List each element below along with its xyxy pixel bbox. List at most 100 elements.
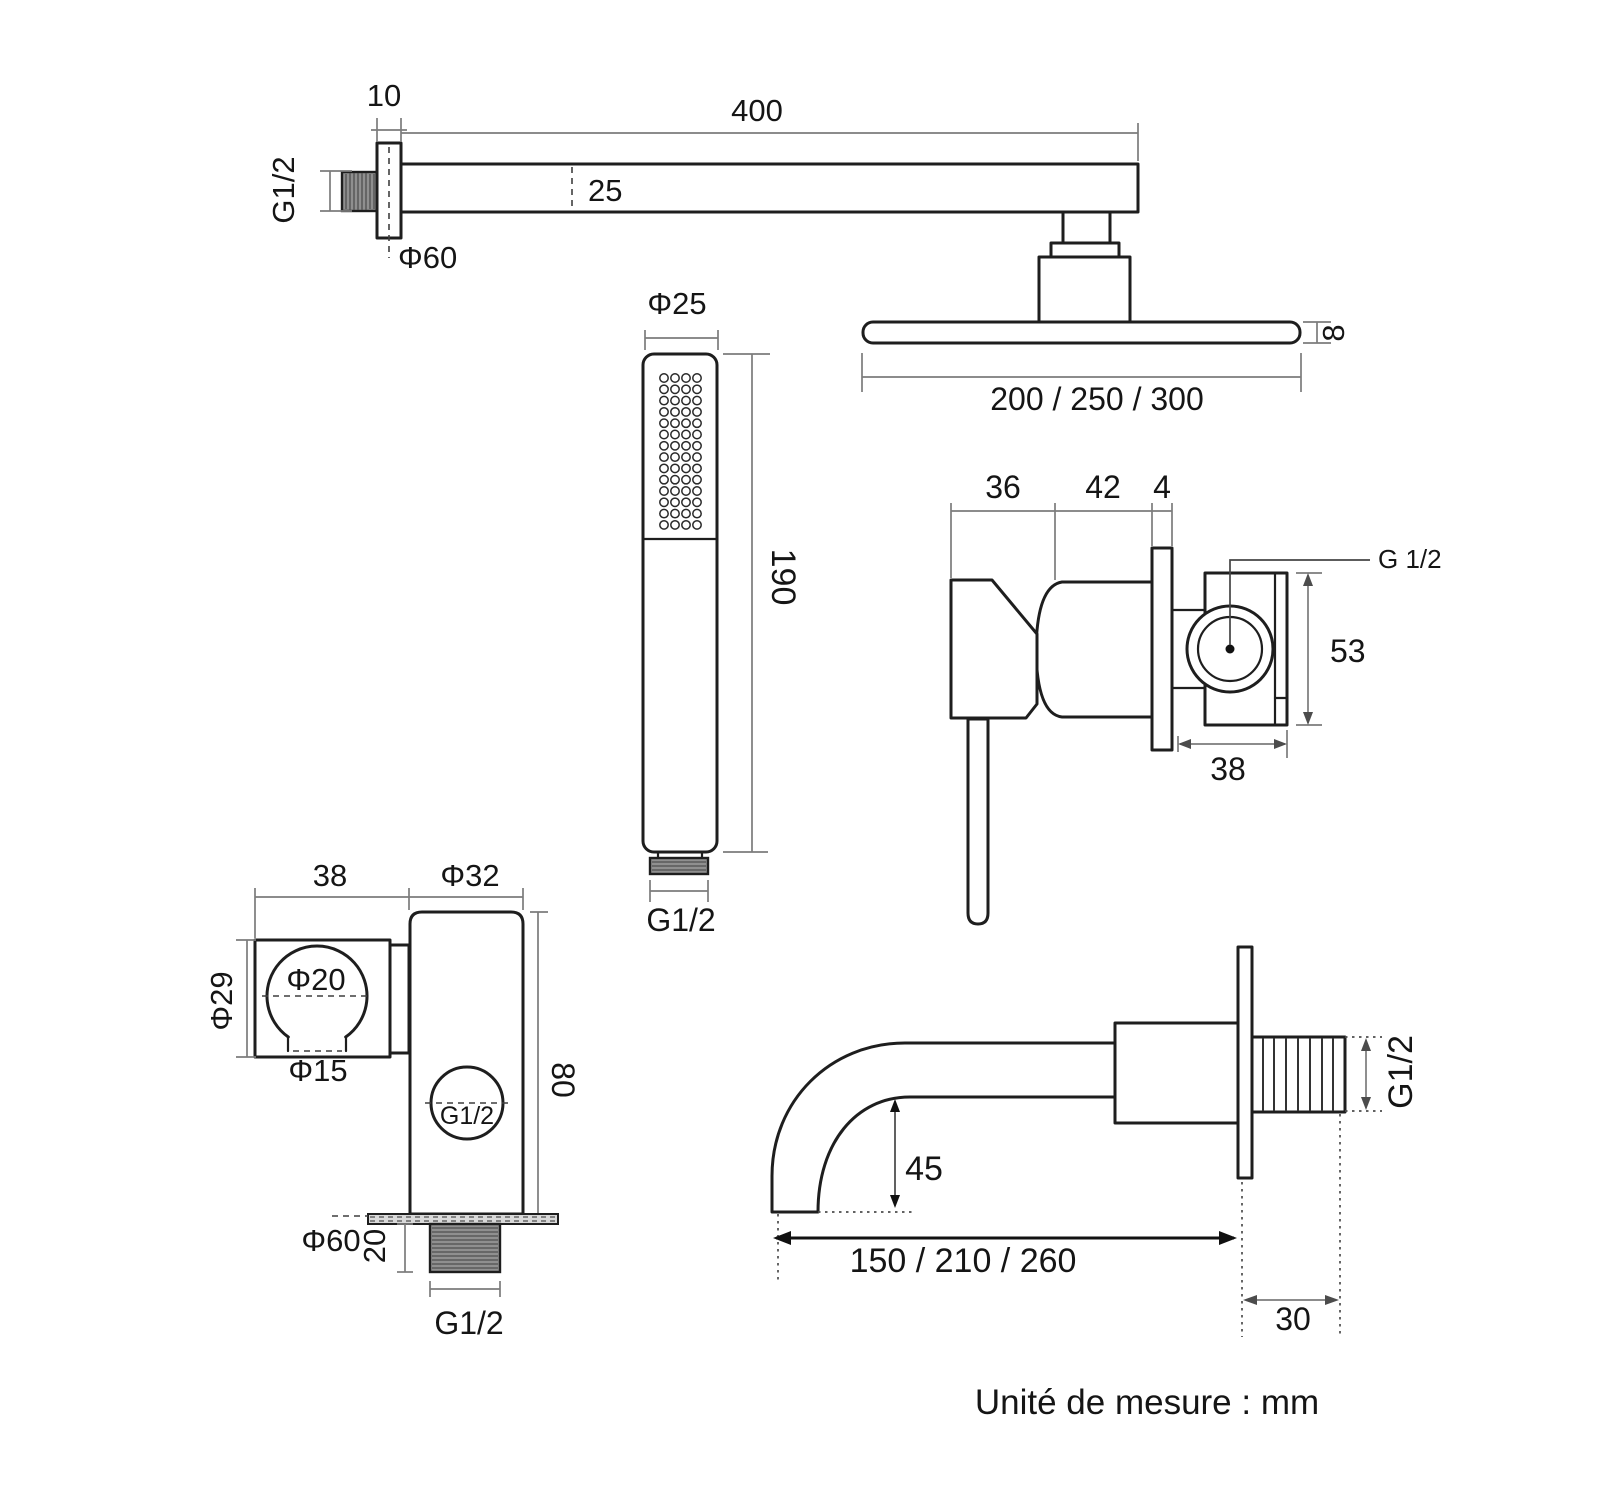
spray-dot <box>659 486 669 496</box>
outlet-holder-hinge <box>388 943 411 1055</box>
spout-tube <box>770 1041 1117 1214</box>
mixer-body-depth-label: 42 <box>1085 469 1121 505</box>
spout-thread-label: G1/2 <box>1382 1035 1420 1109</box>
outlet-body-diameter-label: Φ32 <box>440 858 499 893</box>
spray-dot <box>659 406 669 417</box>
spray-dot <box>692 497 702 508</box>
spray-dot <box>670 418 680 429</box>
spray-dot <box>692 452 702 463</box>
spray-dot <box>670 452 680 463</box>
head-stem <box>1061 210 1112 245</box>
mixer-thread-leader <box>1229 559 1370 645</box>
arm-thread-nipple <box>340 170 379 213</box>
spray-dot <box>670 463 680 474</box>
spray-dot <box>692 429 702 440</box>
spray-dot <box>670 373 680 383</box>
mixer-cartridge <box>1034 580 1154 719</box>
spray-dot <box>681 429 691 440</box>
spray-dot <box>659 429 669 440</box>
spray-dot <box>681 474 691 485</box>
head-stem-collar <box>1049 241 1121 259</box>
mixer-stub <box>1170 608 1207 690</box>
spray-dot <box>692 395 702 406</box>
spout-drop-label: 45 <box>905 1150 943 1188</box>
spray-dot <box>692 463 702 474</box>
spray-dot <box>670 508 680 519</box>
outlet-ring-gap-label: Φ15 <box>288 1053 347 1088</box>
spray-dot <box>681 395 691 406</box>
mixer-inlet-center <box>1225 644 1235 654</box>
arm-thread-hatch <box>345 173 375 210</box>
spray-dot <box>681 452 691 463</box>
spray-dot <box>681 373 691 383</box>
spray-dot <box>681 519 691 530</box>
handshower-length-label: 190 <box>764 549 802 606</box>
spray-dot <box>670 406 680 417</box>
mixer-handle <box>949 578 1039 720</box>
outlet-thread-length-label: 20 <box>357 1229 392 1263</box>
arm-flange-diameter-label: Φ60 <box>398 240 457 275</box>
spray-dot <box>659 384 669 395</box>
mixer-valve-drawing: G 1/2 36 42 4 53 38 <box>949 469 1442 926</box>
wall-outlet-drawing: Φ20 Φ15 Φ29 38 Φ32 G1/2 80 Φ60 20 <box>204 858 581 1341</box>
hand-shower-drawing: Φ25 G1/2 190 <box>641 286 802 938</box>
spray-dot <box>692 406 702 417</box>
handshower-body <box>641 352 719 854</box>
spray-dot <box>681 418 691 429</box>
spray-dot <box>692 440 702 451</box>
spray-dot <box>692 418 702 429</box>
spout-drawing: G1/2 45 150 / 210 / 260 30 <box>770 945 1420 1337</box>
head-disc <box>861 320 1302 345</box>
head-diameters-label: 200 / 250 / 300 <box>990 381 1204 417</box>
mixer-width-label: 38 <box>1210 751 1246 787</box>
outlet-inner-thread-label: G1/2 <box>440 1102 494 1130</box>
spray-dot <box>659 418 669 429</box>
spray-dot <box>670 440 680 451</box>
spray-dot <box>670 486 680 496</box>
spray-dot <box>681 440 691 451</box>
head-ball-joint <box>1037 255 1132 325</box>
outlet-outlet-thread-label: G1/2 <box>434 1305 503 1341</box>
spray-dot <box>681 508 691 519</box>
unit-note: Unité de mesure : mm <box>975 1383 1319 1422</box>
outlet-holder-width-label: 38 <box>313 858 347 893</box>
spray-dot <box>692 519 702 530</box>
spray-dot <box>681 486 691 496</box>
outlet-holder-block <box>253 938 392 1059</box>
handshower-diameter-label: Φ25 <box>647 286 706 321</box>
mixer-plate-thickness-label: 4 <box>1153 469 1171 505</box>
spray-dot <box>659 463 669 474</box>
mixer-height-label: 53 <box>1330 633 1366 669</box>
spout-thread-hatch <box>1262 1038 1334 1111</box>
spray-dot <box>692 384 702 395</box>
arm-inlet-thread-label: G1/2 <box>266 156 301 223</box>
spray-dot <box>670 395 680 406</box>
arm-flange <box>375 141 403 240</box>
spray-dot <box>670 384 680 395</box>
handshower-thread-label: G1/2 <box>646 902 715 938</box>
spray-dot <box>659 452 669 463</box>
outlet-thread-hatch <box>432 1227 498 1269</box>
spray-dot <box>681 406 691 417</box>
shower-arm-drawing: 25 10 400 G1/2 Φ60 <box>266 78 1140 275</box>
spray-dot <box>670 429 680 440</box>
mixer-thread-label: G 1/2 <box>1378 544 1442 574</box>
spray-dot <box>692 508 702 519</box>
spray-dot <box>692 486 702 496</box>
spray-dot <box>670 519 680 530</box>
arm-flange-thickness-label: 10 <box>367 78 401 113</box>
mixer-handle-depth-label: 36 <box>985 469 1021 505</box>
spray-dot <box>692 373 702 383</box>
spray-dot <box>681 497 691 508</box>
spray-dot <box>670 497 680 508</box>
spray-dot <box>659 497 669 508</box>
spray-dot <box>681 384 691 395</box>
mixer-handle-rod <box>966 717 990 926</box>
outlet-ring-feet <box>286 1035 348 1053</box>
spray-dot <box>659 519 669 530</box>
spray-dot <box>659 508 669 519</box>
spray-dot <box>659 440 669 451</box>
outlet-flange <box>367 1213 559 1225</box>
spray-dot <box>670 474 680 485</box>
